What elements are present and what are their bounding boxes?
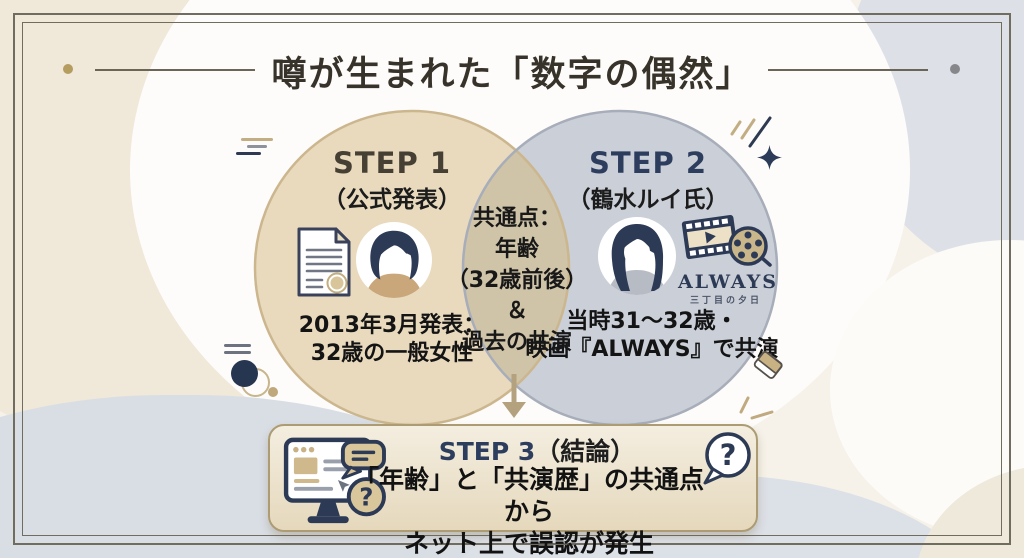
dash-ornament xyxy=(247,145,267,148)
woman-avatar-icon xyxy=(355,221,433,299)
title-rule-right xyxy=(768,69,928,71)
speech-bubble-icon xyxy=(340,439,386,471)
step3-conclusion-box: ? STEP 3（結論） 「年齢」と「共演歴」の共通点から ネット上で誤認が発生… xyxy=(268,424,758,558)
step2-line1: 当時31〜32歳・ xyxy=(566,309,738,334)
question-bubble-icon: ? xyxy=(703,432,751,485)
bubble-question-mark: ? xyxy=(720,438,737,472)
gray-dot-ornament xyxy=(950,64,960,74)
gold-dot-ornament xyxy=(63,64,73,74)
dash-ornament xyxy=(241,138,273,141)
question-circle-icon xyxy=(346,477,386,517)
step1-label: STEP 1 xyxy=(332,146,451,180)
eraser-ornament xyxy=(753,350,783,379)
outer-frame-border xyxy=(13,13,1011,545)
title-rule-left xyxy=(95,69,255,71)
sparkle-icon xyxy=(757,145,782,170)
slash-ornament xyxy=(739,396,774,420)
step2-description: 当時31〜32歳・ 映画『ALWAYS』で共演 xyxy=(518,308,786,364)
slash-ornament xyxy=(730,116,772,148)
monitor-question-mark: ? xyxy=(359,482,373,511)
step3-description: 「年齢」と「共演歴」の共通点から ネット上で誤認が発生 xyxy=(354,464,704,558)
navy-dot-ornament xyxy=(231,360,258,387)
intersection-line3: （32歳前後） xyxy=(446,268,588,293)
step1-line2: 32歳の一般女性 xyxy=(310,341,474,366)
step3-label: STEP 3 xyxy=(438,437,536,466)
intersection-line4: ＆ xyxy=(505,299,528,324)
step2-line2: 映画『ALWAYS』で共演 xyxy=(525,337,779,362)
film-reel-icon xyxy=(681,214,772,267)
always-movie-logo: ALWAYS 三丁目の夕日 xyxy=(678,212,779,306)
dash-ornament xyxy=(224,351,251,354)
dash-ornament xyxy=(224,344,251,347)
intersection-text: 共通点： 年齢 （32歳前後） ＆ 過去の共演 xyxy=(437,203,597,358)
tan-dot-ornament xyxy=(268,387,278,397)
step3-title: STEP 3（結論） xyxy=(374,432,700,468)
step2-sublabel: （鶴水ルイ氏） xyxy=(567,187,729,213)
inner-frame-border xyxy=(22,22,1002,536)
page-title: 噂が生まれた「数字の偶然」 xyxy=(271,55,753,95)
step2-label: STEP 2 xyxy=(588,146,707,180)
intersection-line2: 年齢 xyxy=(494,237,539,262)
venn-intersection xyxy=(463,111,569,425)
computer-monitor-icon: ? xyxy=(283,437,386,524)
step3-label-suffix: （結論） xyxy=(535,437,636,466)
intersection-line5: 過去の共演 xyxy=(461,330,572,355)
always-logo-title: ALWAYS xyxy=(678,271,779,293)
step1-sublabel: （公式発表） xyxy=(323,187,461,213)
intersection-line1: 共通点： xyxy=(472,206,561,231)
document-icon xyxy=(297,227,351,297)
step3-line2: ネット上で誤認が発生 xyxy=(403,529,654,558)
step1-line1: 2013年3月発表： xyxy=(298,313,486,338)
dash-ornament xyxy=(236,152,261,155)
step3-line1: 「年齢」と「共演歴」の共通点から xyxy=(354,465,705,526)
down-arrow xyxy=(502,374,526,418)
step1-description: 2013年3月発表： 32歳の一般女性 xyxy=(262,312,522,368)
always-logo-subtitle: 三丁目の夕日 xyxy=(689,296,762,306)
woman-avatar-icon xyxy=(598,217,676,295)
